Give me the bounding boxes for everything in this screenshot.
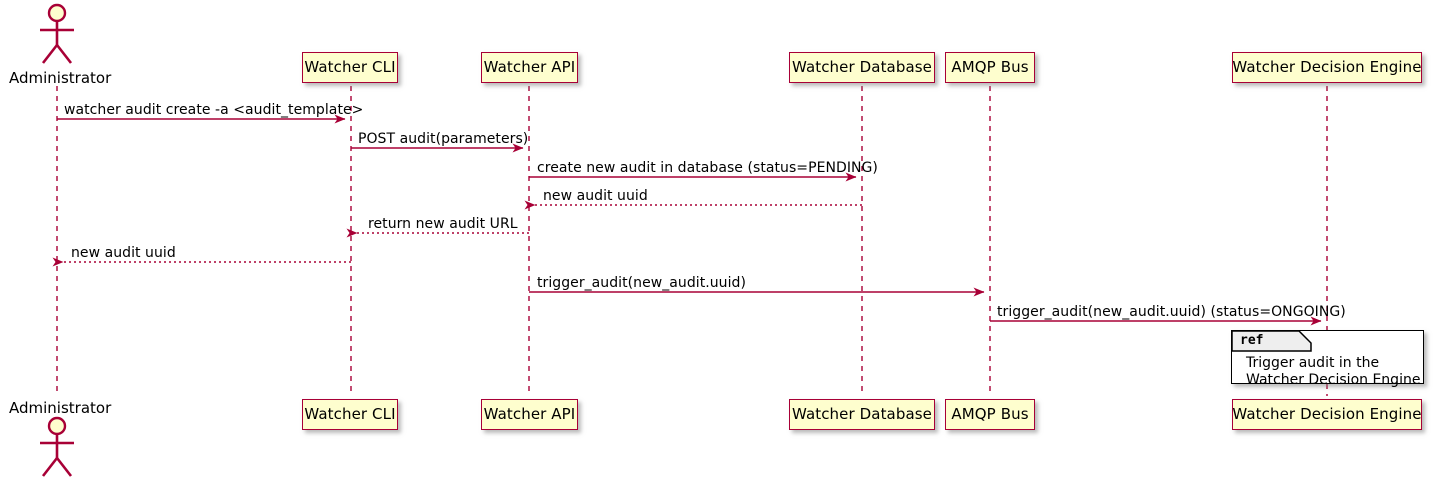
message-label-6: new audit uuid	[71, 245, 176, 261]
participant-box-watcher-api-top[interactable]: Watcher API	[481, 52, 578, 83]
message-label-4: new audit uuid	[543, 188, 648, 204]
participant-label: AMQP Bus	[951, 58, 1029, 76]
participant-label: Watcher CLI	[304, 58, 396, 76]
actor-administrator-top-icon	[40, 3, 74, 64]
participant-box-amqp-bus-bottom[interactable]: AMQP Bus	[945, 399, 1035, 430]
actor-administrator-bottom-icon	[40, 416, 74, 477]
message-label-7: trigger_audit(new_audit.uuid)	[537, 275, 746, 291]
message-label-5: return new audit URL	[368, 216, 518, 232]
ref-fragment-box[interactable]: ref Trigger audit in the Watcher Decisio…	[1231, 330, 1424, 388]
participant-label: Watcher Database	[791, 58, 933, 76]
participant-label: AMQP Bus	[951, 405, 1029, 423]
message-label-8: trigger_audit(new_audit.uuid) (status=ON…	[997, 304, 1346, 320]
participant-box-watcher-cli-top[interactable]: Watcher CLI	[302, 52, 398, 83]
participant-box-watcher-decision-engine-bottom[interactable]: Watcher Decision Engine	[1232, 399, 1422, 430]
participant-label: Watcher API	[483, 405, 576, 423]
participant-label: Watcher Decision Engine	[1232, 405, 1422, 423]
participant-box-watcher-database-bottom[interactable]: Watcher Database	[789, 399, 935, 430]
participant-box-amqp-bus-top[interactable]: AMQP Bus	[945, 52, 1035, 83]
participant-label: Watcher CLI	[304, 405, 396, 423]
participant-label: Watcher Decision Engine	[1232, 58, 1422, 76]
ref-tab-shape	[1231, 330, 1312, 352]
participant-box-watcher-cli-bottom[interactable]: Watcher CLI	[302, 399, 398, 430]
ref-keyword-label: ref	[1240, 333, 1264, 348]
ref-body-line-2: Watcher Decision Engine	[1246, 372, 1421, 388]
message-arrows	[52, 114, 1322, 326]
lifelines	[56, 86, 1328, 396]
participant-box-watcher-decision-engine-top[interactable]: Watcher Decision Engine	[1232, 52, 1422, 83]
participant-label: Watcher API	[483, 58, 576, 76]
actor-label-administrator-bottom: Administrator	[9, 399, 112, 417]
participant-label: Watcher Database	[791, 405, 933, 423]
actor-label-administrator-top: Administrator	[9, 69, 112, 87]
message-label-2: POST audit(parameters)	[358, 131, 529, 147]
message-label-1: watcher audit create -a <audit_template>	[64, 102, 364, 118]
participant-box-watcher-api-bottom[interactable]: Watcher API	[481, 399, 578, 430]
message-label-3: create new audit in database (status=PEN…	[537, 160, 878, 176]
participant-box-watcher-database-top[interactable]: Watcher Database	[789, 52, 935, 83]
ref-body-line-1: Trigger audit in the	[1246, 355, 1380, 371]
